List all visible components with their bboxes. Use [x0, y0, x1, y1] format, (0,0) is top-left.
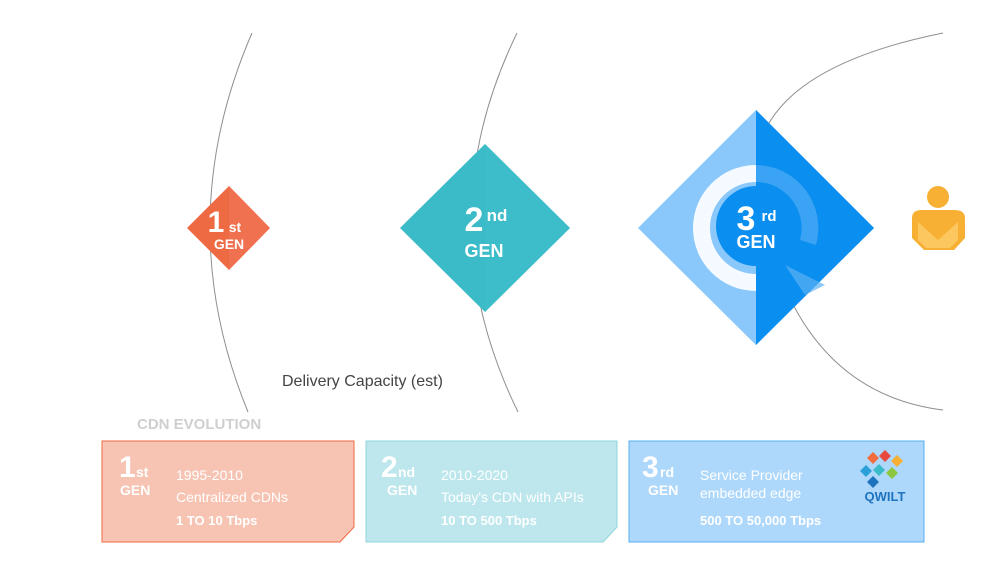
gen2-gen: GEN [464, 241, 503, 261]
gen2-suffix: nd [487, 206, 508, 225]
card3-suffix: rd [660, 464, 674, 480]
card1-desc: Centralized CDNs [176, 489, 288, 505]
gen1-suffix: st [229, 219, 242, 235]
gen3-num: 3 [737, 200, 756, 238]
card1-years: 1995-2010 [176, 467, 243, 483]
card1-capacity: 1 TO 10 Tbps [176, 513, 257, 528]
gen3-gen: GEN [736, 232, 775, 252]
gen1-gen: GEN [214, 236, 244, 252]
user-icon [912, 186, 965, 250]
gen1-diamond: 1 st GEN [187, 186, 270, 270]
card1-num: 1 [119, 451, 136, 484]
card3-gen: GEN [648, 482, 678, 498]
card3-line2: embedded edge [700, 485, 801, 501]
gen3-diamond: 3 rd GEN [638, 110, 874, 345]
card1-gen: GEN [120, 482, 150, 498]
card3-capacity: 500 TO 50,000 Tbps [700, 513, 821, 528]
card2-years: 2010-2020 [441, 467, 508, 483]
card3-num: 3 [642, 451, 659, 484]
gen2-diamond: 2 nd GEN [400, 144, 570, 312]
qwilt-logo-text: QWILT [865, 489, 906, 504]
qwilt-logo: QWILT [860, 450, 906, 504]
card2-capacity: 10 TO 500 Tbps [441, 513, 537, 528]
card2-gen: GEN [387, 482, 417, 498]
card1-suffix: st [136, 464, 149, 480]
card-gen2: 2 nd GEN 2010-2020 Today's CDN with APIs… [365, 440, 618, 543]
card2-num: 2 [381, 451, 398, 484]
card-gen1: 1 st GEN 1995-2010 Centralized CDNs 1 TO… [101, 440, 355, 543]
card2-suffix: nd [398, 464, 415, 480]
gen1-num: 1 [208, 206, 225, 239]
axis-label: Delivery Capacity (est) [282, 373, 443, 390]
section-title: CDN EVOLUTION [137, 416, 261, 433]
gen3-suffix: rd [762, 208, 777, 225]
card2-desc: Today's CDN with APIs [441, 489, 584, 505]
gen2-num: 2 [465, 201, 484, 239]
card3-line1: Service Provider [700, 467, 803, 483]
card-gen3: 3 rd GEN Service Provider embedded edge … [628, 440, 925, 543]
